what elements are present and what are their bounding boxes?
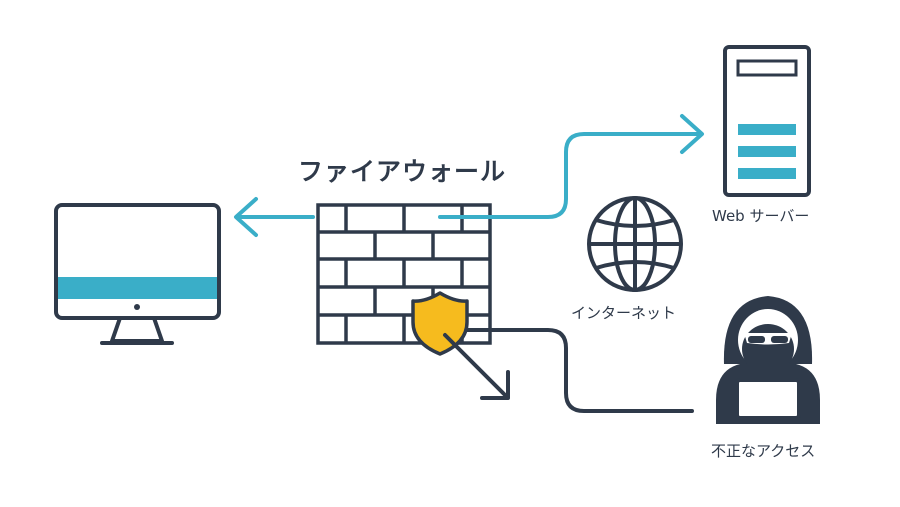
arrow-to-computer [234, 197, 315, 237]
attack-path [438, 328, 694, 413]
computer-icon [54, 203, 221, 345]
deflect-arrow [443, 333, 510, 400]
server-icon [723, 45, 811, 197]
arrow-to-web-server [438, 114, 704, 219]
firewall-label: ファイアウォール [298, 157, 507, 186]
attacker-icon [716, 296, 820, 424]
unauthorized-access-label: 不正なアクセス [711, 442, 816, 460]
web-server-label: Web サーバー [712, 207, 810, 225]
shield-icon [411, 291, 469, 356]
globe-icon [587, 196, 683, 292]
internet-label: インターネット [571, 304, 677, 322]
